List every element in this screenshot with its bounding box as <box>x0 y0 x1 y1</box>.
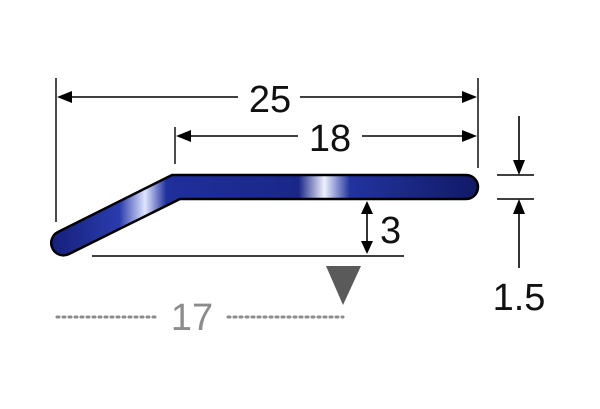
arrowhead-up-icon <box>361 201 373 214</box>
arrowhead-right-icon <box>462 130 477 142</box>
down-triangle-icon <box>326 266 361 305</box>
arrowhead-up-icon <box>513 199 525 214</box>
overall-length-label: 25 <box>249 79 291 121</box>
height-label: 3 <box>380 210 401 252</box>
dimension-thickness: 1.5 <box>493 116 546 319</box>
profile-shape <box>49 173 480 257</box>
dimension-height: 3 <box>92 201 404 257</box>
dimension-top-length: 18 <box>176 118 477 160</box>
arrowhead-right-icon <box>462 91 477 103</box>
arrowhead-down-icon <box>513 160 525 175</box>
dimension-overall-length: 25 <box>57 79 477 121</box>
top-length-label: 18 <box>309 118 351 160</box>
arrowhead-down-icon <box>361 241 373 254</box>
arrowhead-left-icon <box>57 91 72 103</box>
base-length-label: 17 <box>171 297 213 339</box>
thickness-label: 1.5 <box>493 277 546 319</box>
arrowhead-left-icon <box>176 130 191 142</box>
dimension-base-length: 17 <box>55 297 345 339</box>
